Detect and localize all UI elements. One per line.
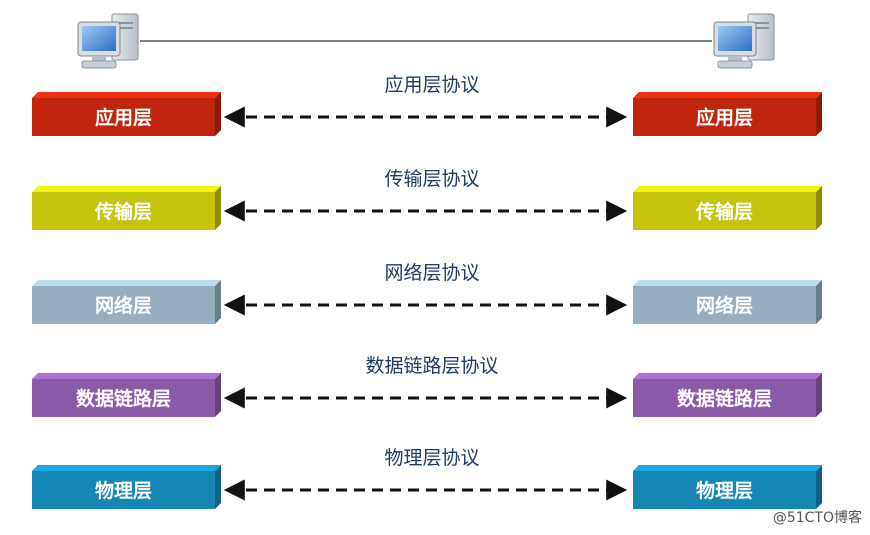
computer-icon [77, 13, 139, 69]
layer-block-physical-right: 物理层 [633, 465, 822, 509]
layer-block-network-left: 网络层 [32, 280, 221, 324]
layer-stack: 应用层应用层应用层协议传输层传输层传输层协议网络层网络层网络层协议数据链路层数据… [32, 74, 822, 509]
layer-label-right: 网络层 [696, 294, 753, 317]
layer-label-left: 传输层 [94, 200, 152, 223]
protocol-label: 应用层协议 [384, 74, 479, 96]
protocol-label: 传输层协议 [384, 168, 479, 190]
layer-label-left: 应用层 [95, 106, 152, 129]
layer-label-left: 数据链路层 [76, 387, 171, 410]
layer-row-network: 网络层 网络层 网络层协议 [32, 262, 822, 324]
layer-block-application-right: 应用层 [633, 92, 822, 136]
layer-label-right: 应用层 [696, 106, 753, 129]
layer-row-transport: 传输层 传输层 传输层协议 [32, 168, 822, 230]
layer-label-left: 网络层 [95, 294, 152, 317]
layer-row-physical: 物理层 物理层 物理层协议 [32, 447, 822, 509]
layer-label-left: 物理层 [95, 479, 152, 502]
protocol-label: 网络层协议 [384, 262, 479, 284]
layer-row-datalink: 数据链路层 数据链路层 数据链路层协议 [32, 355, 822, 417]
layer-label-right: 物理层 [696, 479, 753, 502]
layer-block-physical-left: 物理层 [32, 465, 221, 509]
layer-block-application-left: 应用层 [32, 92, 221, 136]
layer-block-datalink-right: 数据链路层 [633, 373, 822, 417]
watermark: @51CTO博客 [773, 509, 862, 526]
layer-block-transport-left: 传输层 [32, 186, 221, 230]
protocol-label: 物理层协议 [384, 447, 479, 469]
protocol-label: 数据链路层协议 [365, 355, 498, 377]
layer-label-right: 数据链路层 [677, 387, 772, 410]
layer-label-right: 传输层 [695, 200, 753, 223]
layer-row-application: 应用层 应用层 应用层协议 [32, 74, 822, 136]
computer-icon [713, 13, 775, 69]
layer-block-transport-right: 传输层 [633, 186, 822, 230]
layer-block-datalink-left: 数据链路层 [32, 373, 221, 417]
layer-block-network-right: 网络层 [633, 280, 822, 324]
